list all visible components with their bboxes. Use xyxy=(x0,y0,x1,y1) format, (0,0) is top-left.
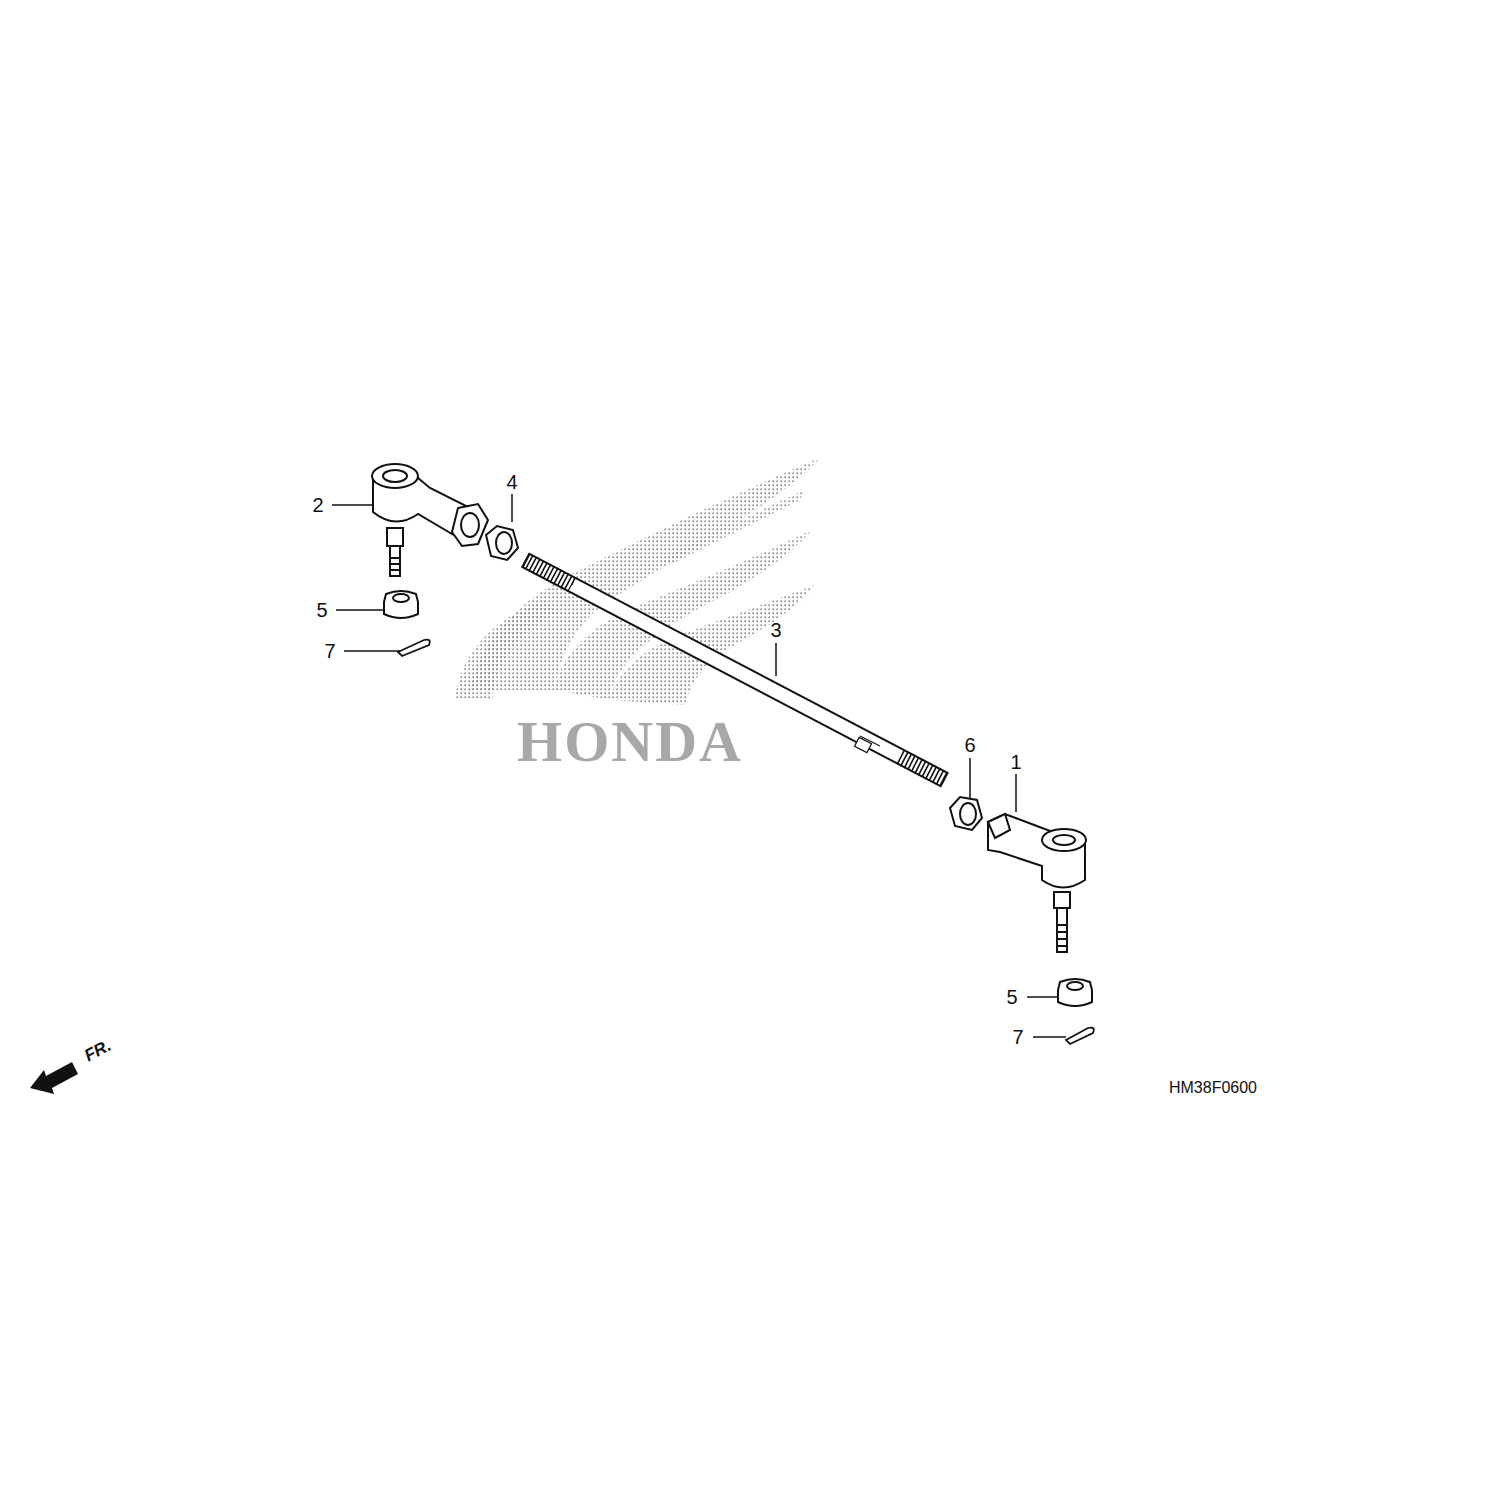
callout-number: 6 xyxy=(964,735,975,755)
callout-number: 1 xyxy=(1010,752,1021,772)
front-arrow xyxy=(30,1062,78,1094)
watermark: HONDA xyxy=(517,713,743,771)
tie-rod-end-right xyxy=(988,814,1086,952)
cotter-pin xyxy=(398,640,1094,1044)
callout-number: 7 xyxy=(324,641,335,661)
castle-nut xyxy=(384,591,1092,1006)
lock-nut-4 xyxy=(486,526,518,560)
callout-number: 5 xyxy=(1006,987,1017,1007)
callout-number: 3 xyxy=(770,620,781,640)
tie-rod-end-left xyxy=(372,464,488,576)
callout-number: 2 xyxy=(312,495,323,515)
lock-nut-6 xyxy=(950,797,982,830)
callout-number: 7 xyxy=(1012,1027,1023,1047)
callout-number: 5 xyxy=(316,600,327,620)
callout-number: 4 xyxy=(506,472,517,492)
wing-watermark xyxy=(455,458,820,705)
direction-label: FR. xyxy=(82,1036,114,1064)
diagram-code: HM38F0600 xyxy=(1169,1080,1257,1096)
leader-lines xyxy=(332,494,1066,1037)
